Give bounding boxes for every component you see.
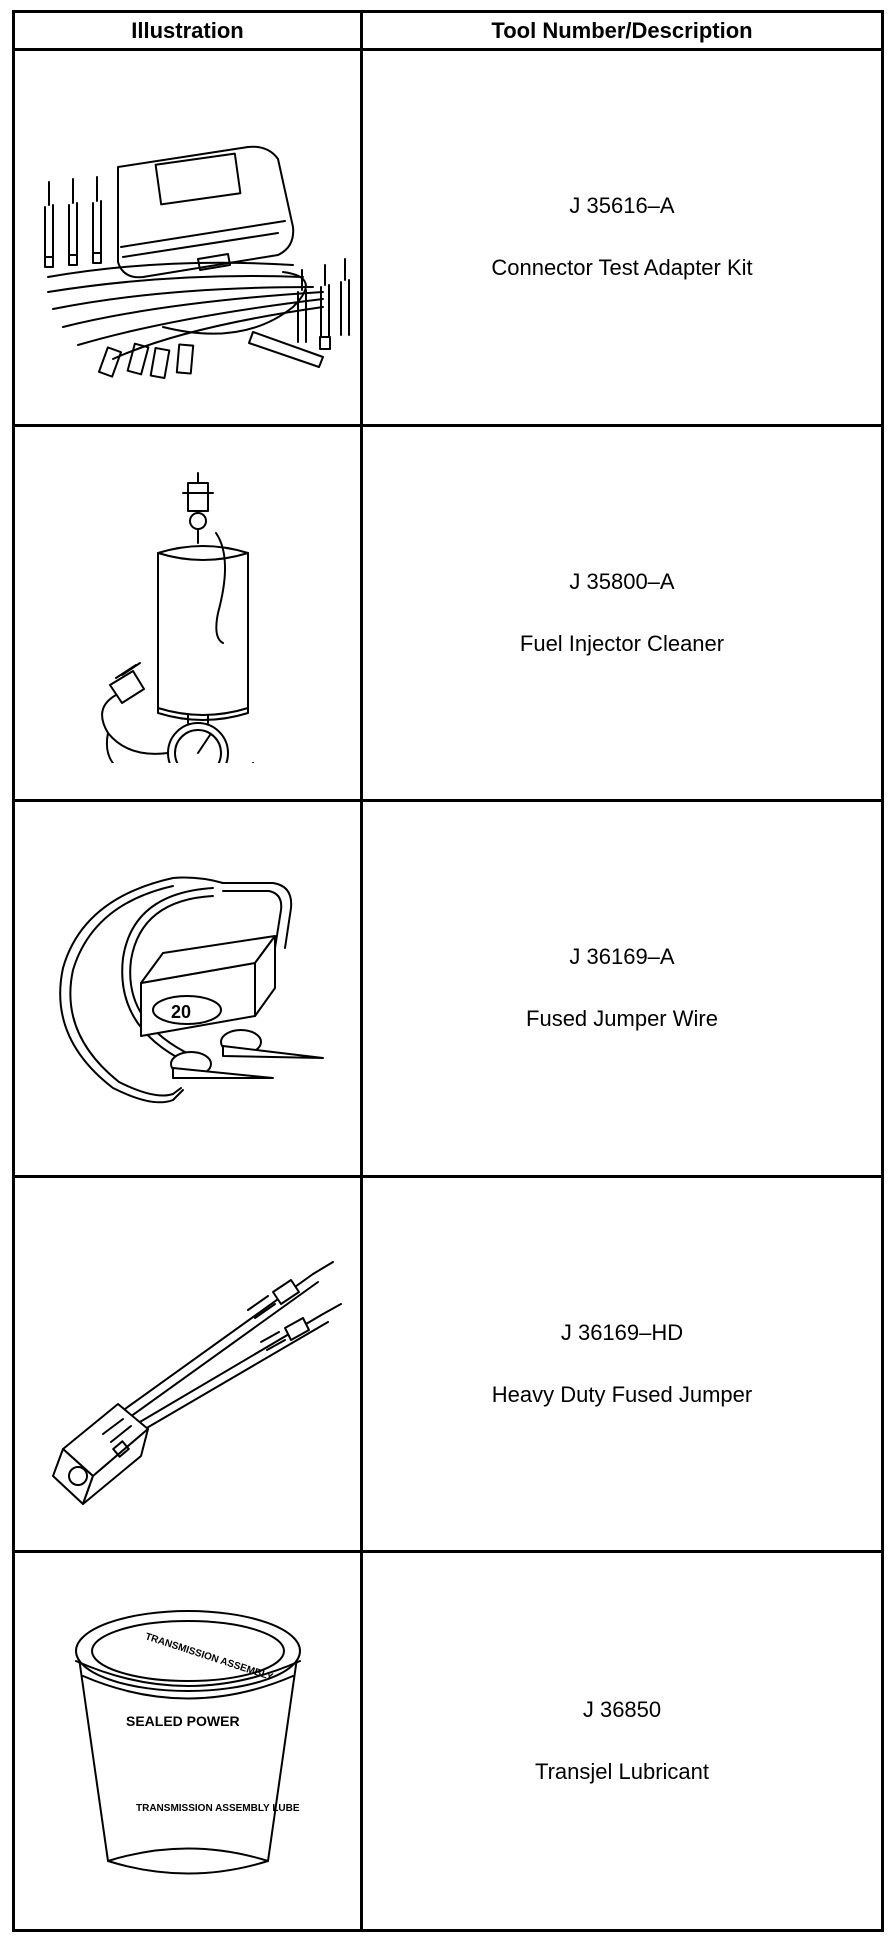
tool-description-cell: J 36850 Transjel Lubricant (363, 1553, 881, 1929)
illustration-cell (15, 426, 363, 803)
illustration-cell: 20 (15, 802, 363, 1178)
heavy-duty-fused-jumper-icon (51, 1261, 342, 1506)
tool-number: J 36850 (582, 1697, 662, 1723)
tool-description: Fused Jumper Wire (526, 1006, 718, 1032)
transjel-lubricant-icon: TRANSMISSION ASSEMBLY SEALED POWER TRANS… (74, 1610, 301, 1875)
illustration-cell (15, 1177, 363, 1554)
header-tool-description: Tool Number/Description (363, 13, 881, 51)
tool-description: Transjel Lubricant (534, 1759, 710, 1785)
brand-label: SEALED POWER (126, 1713, 240, 1729)
illustration-cell (15, 51, 363, 427)
tool-description-cell: J 36169–A Fused Jumper Wire (363, 802, 881, 1178)
connector-test-adapter-kit-icon (43, 146, 350, 380)
illustration-cell: TRANSMISSION ASSEMBLY SEALED POWER TRANS… (15, 1553, 363, 1929)
side-label: TRANSMISSION ASSEMBLY LUBE (136, 1803, 300, 1814)
tool-description-cell: J 35800–A Fuel Injector Cleaner (363, 427, 881, 803)
fuel-injector-cleaner-icon (100, 471, 254, 763)
tool-description-cell: J 35616–A Connector Test Adapter Kit (363, 51, 881, 427)
tools-table: Illustration Tool Number/Description (12, 10, 884, 1932)
tool-number: J 36169–A (569, 944, 675, 970)
header-illustration: Illustration (15, 13, 363, 51)
tool-description-cell: J 36169–HD Heavy Duty Fused Jumper (363, 1178, 881, 1554)
tool-number: J 35800–A (569, 568, 675, 594)
fused-jumper-wire-icon: 20 (58, 877, 324, 1104)
tool-number: J 36169–HD (560, 1320, 684, 1346)
fuse-label: 20 (171, 1002, 191, 1022)
tool-number: J 35616–A (569, 193, 675, 219)
tool-description: Connector Test Adapter Kit (491, 255, 753, 281)
tool-description: Heavy Duty Fused Jumper (491, 1382, 753, 1408)
tool-description: Fuel Injector Cleaner (519, 630, 725, 656)
